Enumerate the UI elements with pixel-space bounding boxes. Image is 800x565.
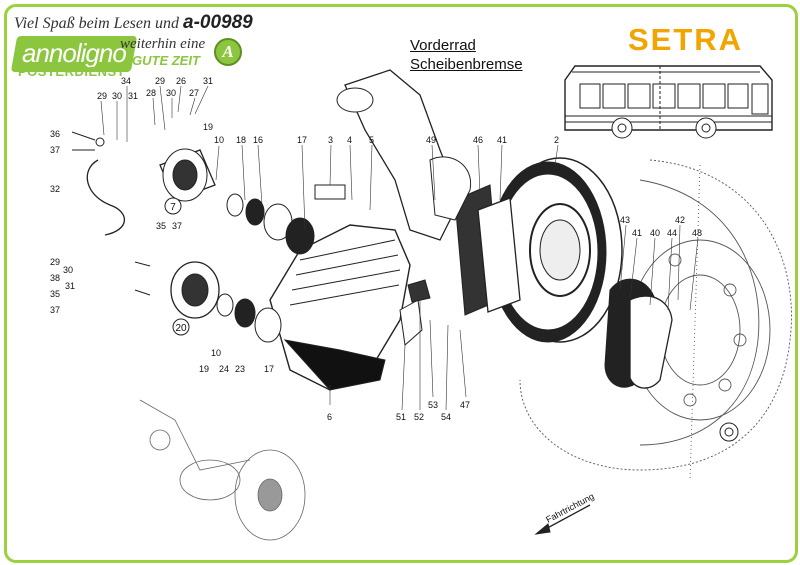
part-label: 35 bbox=[50, 289, 60, 299]
part-label: 42 bbox=[675, 215, 685, 225]
part-label: 17 bbox=[297, 135, 307, 145]
leader-lines bbox=[100, 85, 699, 411]
part-label: 32 bbox=[50, 184, 60, 194]
circled-label-1-shape bbox=[164, 197, 182, 215]
circled-label-1: 7 bbox=[170, 202, 176, 213]
part-label: 17 bbox=[264, 364, 274, 374]
part-label: 23 bbox=[235, 364, 245, 374]
bolts bbox=[71, 131, 431, 346]
brake-pads bbox=[454, 184, 673, 389]
part-label: 24 bbox=[219, 364, 229, 374]
lug-nut bbox=[719, 422, 739, 442]
part-label: 37 bbox=[172, 221, 182, 231]
part-label: 35 bbox=[156, 221, 166, 231]
part-label: 29 bbox=[97, 91, 107, 101]
circled-label-2-shape bbox=[172, 318, 190, 336]
part-label: 29 bbox=[155, 76, 165, 86]
secondary-hub-drawing bbox=[139, 399, 306, 541]
part-label: 36 bbox=[50, 129, 60, 139]
part-label: 26 bbox=[176, 76, 186, 86]
caliper-housing bbox=[269, 224, 411, 391]
part-label: 30 bbox=[112, 91, 122, 101]
circled-labels: 7 20 bbox=[164, 197, 190, 336]
part-label: 41 bbox=[497, 135, 507, 145]
part-label: 40 bbox=[650, 228, 660, 238]
poster-code: a-00989 bbox=[183, 12, 253, 33]
part-label: 3 bbox=[328, 135, 333, 145]
part-label: 52 bbox=[414, 412, 424, 422]
part-label: 16 bbox=[253, 135, 263, 145]
direction-arrow bbox=[534, 504, 591, 535]
part-label: 51 bbox=[396, 412, 406, 422]
logo-text: annoligno bbox=[22, 38, 127, 68]
part-labels: 29 30 34 31 29 26 31 28 30 27 36 37 19 1… bbox=[50, 76, 702, 422]
part-label: 41 bbox=[632, 228, 642, 238]
logo-subtitle: POSTERDIENST bbox=[18, 64, 126, 79]
part-label: 5 bbox=[369, 135, 374, 145]
part-label: 44 bbox=[667, 228, 677, 238]
part-label: 6 bbox=[327, 412, 332, 422]
part-label: 48 bbox=[692, 228, 702, 238]
header-line-2: weiterhin eine bbox=[120, 36, 206, 52]
part-label: 31 bbox=[128, 91, 138, 101]
bus-illustration bbox=[564, 65, 773, 139]
part-label: 2 bbox=[554, 135, 559, 145]
diagram-title: Vorderrad Scheibenbremse bbox=[410, 36, 523, 74]
part-label: 27 bbox=[189, 88, 199, 98]
wheel-tyre bbox=[519, 159, 792, 481]
part-label: 18 bbox=[236, 135, 246, 145]
upper-piston-assembly bbox=[159, 148, 315, 255]
part-label: 4 bbox=[347, 135, 352, 145]
part-label: 19 bbox=[203, 122, 213, 132]
part-label: 54 bbox=[441, 412, 451, 422]
header-greeting: Viel Spaß beim Lesen und a-00989 bbox=[14, 12, 253, 34]
part-label: 46 bbox=[473, 135, 483, 145]
part-label: 34 bbox=[121, 76, 131, 86]
part-label: 10 bbox=[211, 348, 221, 358]
part-label: 30 bbox=[63, 265, 73, 275]
part-label: 38 bbox=[50, 273, 60, 283]
part-label: 37 bbox=[50, 145, 60, 155]
lower-piston-assembly bbox=[170, 261, 282, 343]
part-label: 53 bbox=[428, 400, 438, 410]
brake-hose bbox=[86, 159, 126, 236]
part-label: 19 bbox=[199, 364, 209, 374]
part-label: 10 bbox=[214, 135, 224, 145]
title-line-1: Vorderrad bbox=[410, 37, 476, 54]
part-label: 49 bbox=[426, 135, 436, 145]
part-label: 31 bbox=[203, 76, 213, 86]
circled-label-2: 20 bbox=[175, 323, 187, 334]
header-line-3: GUTE ZEIT bbox=[132, 53, 200, 68]
part-label: 37 bbox=[50, 305, 60, 315]
part-label: 28 bbox=[146, 88, 156, 98]
brake-disc bbox=[489, 157, 623, 343]
part-label: 43 bbox=[620, 215, 630, 225]
brand-logo: SETRA bbox=[628, 22, 744, 57]
part-label: 47 bbox=[460, 400, 470, 410]
part-label: 30 bbox=[166, 88, 176, 98]
part-label: 31 bbox=[65, 281, 75, 291]
a-badge-icon: A bbox=[214, 38, 242, 66]
steering-knuckle bbox=[336, 69, 472, 241]
lug-nut-center bbox=[724, 427, 734, 437]
direction-label: Fahrtrichtung bbox=[544, 491, 596, 525]
greeting-text: Viel Spaß beim Lesen und bbox=[14, 15, 180, 32]
title-line-2: Scheibenbremse bbox=[410, 56, 523, 73]
part-label: 29 bbox=[50, 257, 60, 267]
